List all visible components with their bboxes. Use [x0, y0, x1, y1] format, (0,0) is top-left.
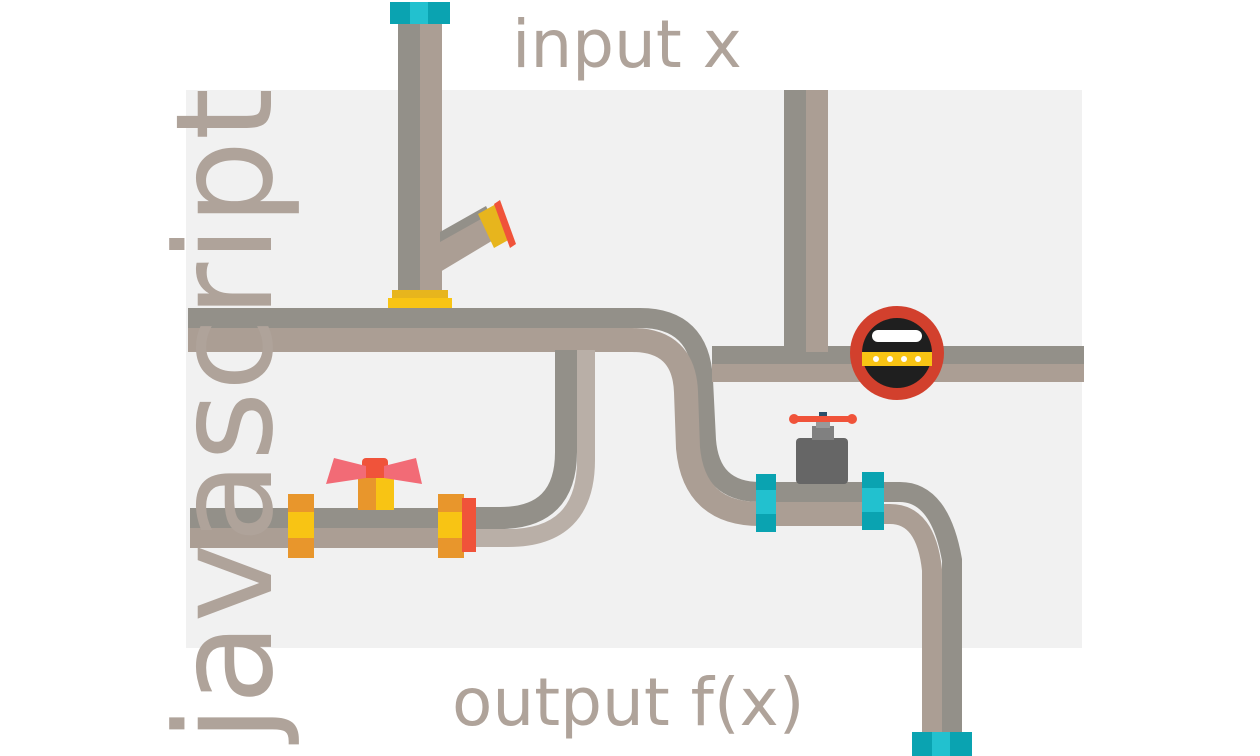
- input-pipe: [388, 2, 516, 308]
- input-label: input x: [512, 6, 742, 83]
- lower-left-pipe: [190, 350, 595, 558]
- output-pipe: [756, 472, 972, 756]
- output-label: output f(x): [452, 664, 805, 741]
- main-pipe: [188, 308, 870, 526]
- javascript-vertical-label: javascript: [147, 87, 303, 742]
- tap-valve-icon: [789, 412, 857, 484]
- funktionen-vertical-label: funktionen: [1239, 23, 1260, 742]
- pressure-gauge-icon: [850, 306, 944, 400]
